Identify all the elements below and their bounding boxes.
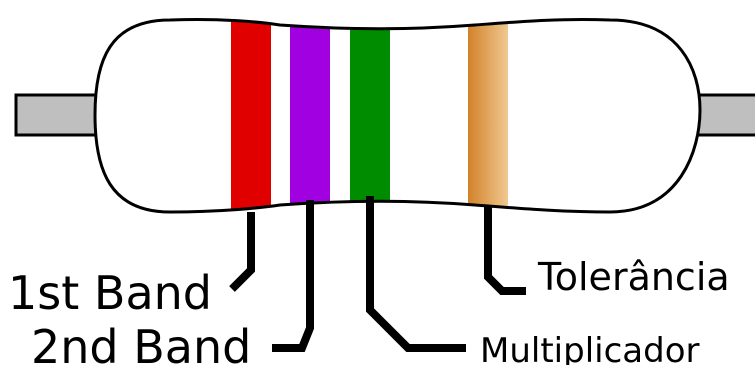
first-color-band [231,19,271,212]
tolerance-label: Tolerância [537,255,730,299]
second-band-pointer [272,200,314,352]
tolerance-pointer [484,205,526,295]
tolerance-color-band [468,19,508,212]
multiplier-label: Multiplicador [480,331,699,365]
resistor-body [95,19,700,212]
left-lead-wire [14,93,100,137]
first-band-pointer [229,212,255,292]
multiplier-color-band [350,19,390,212]
second-color-band [290,19,330,212]
multiplier-pointer [366,196,466,352]
resistor-body-outline [93,17,702,214]
second-band-label: 2nd Band [31,320,251,365]
first-band-label: 1st Band [8,266,212,320]
